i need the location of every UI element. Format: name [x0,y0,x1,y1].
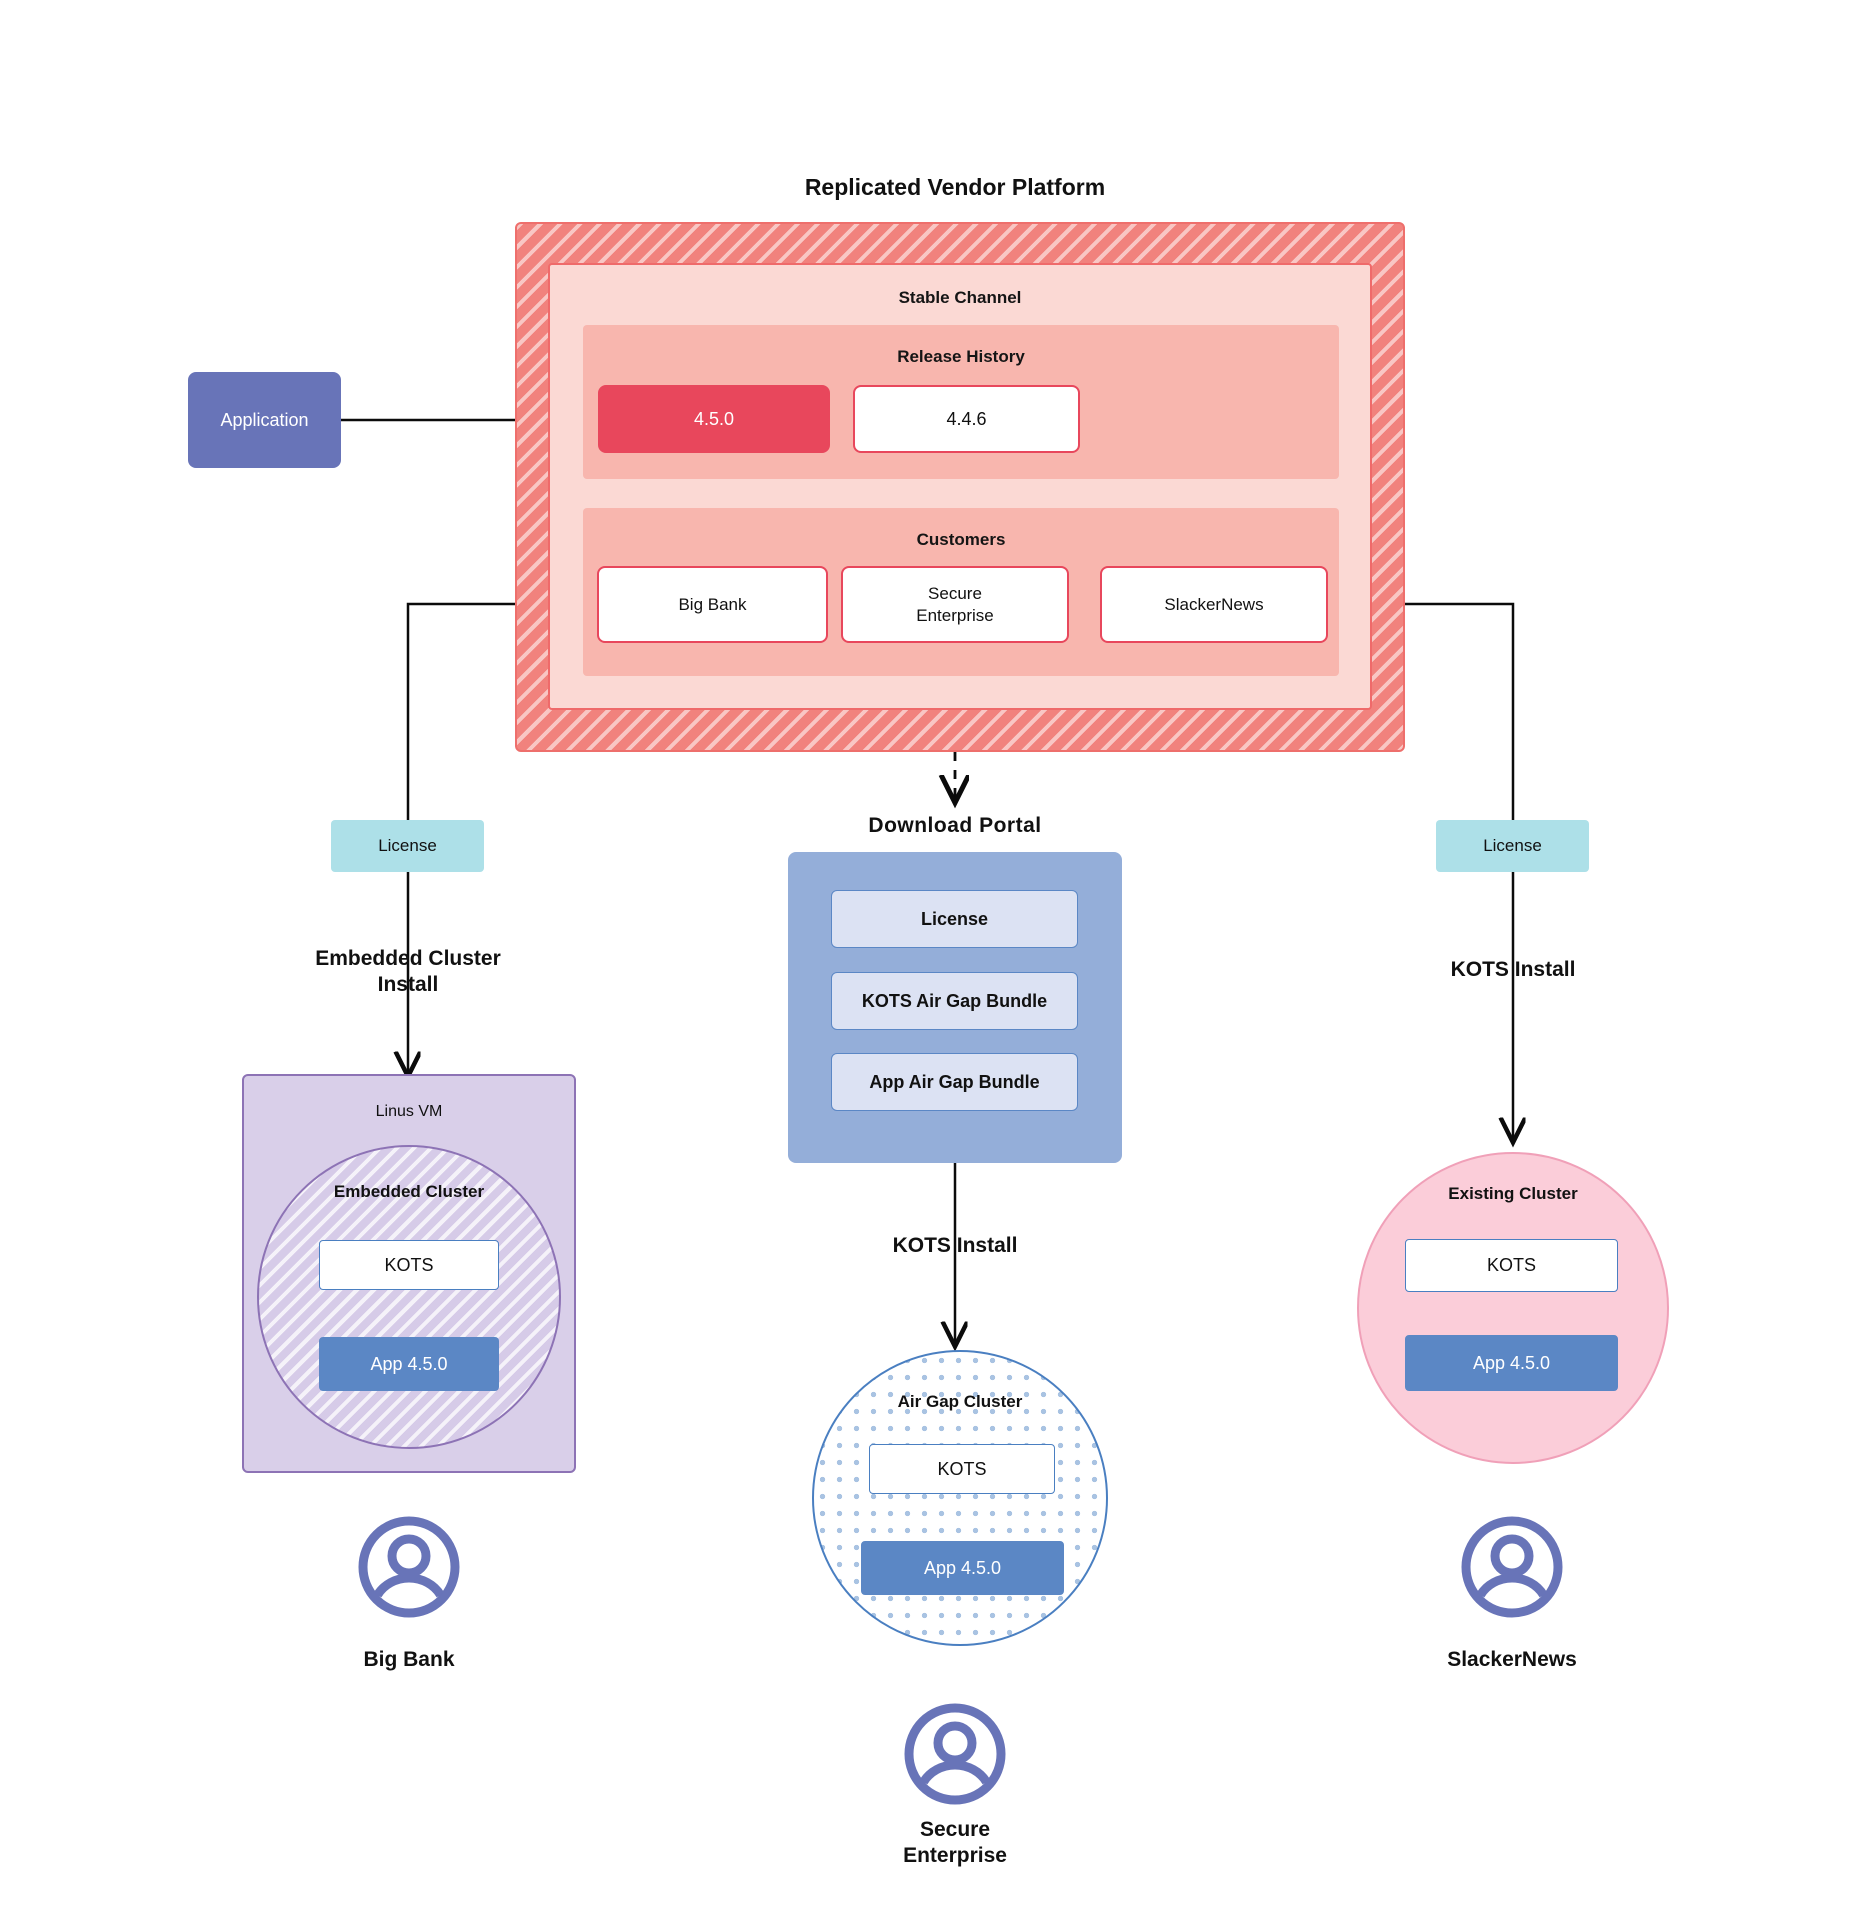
persona-label-big-bank: Big Bank [363,1647,455,1671]
license-chip-left[interactable]: License [331,820,484,872]
app-box-right[interactable]: App 4.5.0 [1405,1335,1618,1391]
release-history-label: Release History [897,347,1025,367]
portal-item-license[interactable]: License [831,890,1078,948]
flow-label-kots-install-right: KOTS Install [1450,957,1576,981]
existing-cluster-label: Existing Cluster [1448,1184,1578,1204]
kots-box-center[interactable]: KOTS [869,1444,1055,1494]
avatar-slackernews [1460,1515,1564,1619]
portal-item-app-air-gap-bundle[interactable]: App Air Gap Bundle [831,1053,1078,1111]
page-title: Replicated Vendor Platform [804,173,1106,200]
embedded-cluster-circle [257,1145,561,1449]
linus-vm-label: Linus VM [375,1103,443,1120]
avatar-secure-enterprise [903,1702,1007,1806]
flow-label-kots-install-center: KOTS Install [892,1233,1018,1257]
kots-box-left[interactable]: KOTS [319,1240,499,1290]
embedded-cluster-label: Embedded Cluster [333,1182,485,1202]
customer-box-big-bank[interactable]: Big Bank [597,566,828,643]
customer-box-slackernews[interactable]: SlackerNews [1100,566,1328,643]
app-box-center[interactable]: App 4.5.0 [861,1541,1064,1595]
customers-label: Customers [916,530,1006,550]
release-chip-previous[interactable]: 4.4.6 [853,385,1080,453]
customer-box-secure-enterprise[interactable]: Secure Enterprise [841,566,1069,643]
persona-label-secure-enterprise: Secure Enterprise [903,1817,1007,1867]
application-box[interactable]: Application [188,372,341,468]
release-chip-current[interactable]: 4.5.0 [598,385,830,453]
air-gap-cluster-circle [812,1350,1108,1646]
avatar-big-bank [357,1515,461,1619]
air-gap-cluster-label: Air Gap Cluster [897,1392,1023,1412]
app-box-left[interactable]: App 4.5.0 [319,1337,499,1391]
stable-channel-label: Stable Channel [898,288,1022,308]
license-chip-right[interactable]: License [1436,820,1589,872]
flow-label-embedded-cluster-install: Embedded Cluster Install [315,946,501,996]
download-portal-title: Download Portal [868,813,1042,837]
portal-item-kots-air-gap-bundle[interactable]: KOTS Air Gap Bundle [831,972,1078,1030]
existing-cluster-circle [1357,1152,1669,1464]
persona-label-slackernews: SlackerNews [1447,1647,1577,1671]
kots-box-right[interactable]: KOTS [1405,1239,1618,1292]
